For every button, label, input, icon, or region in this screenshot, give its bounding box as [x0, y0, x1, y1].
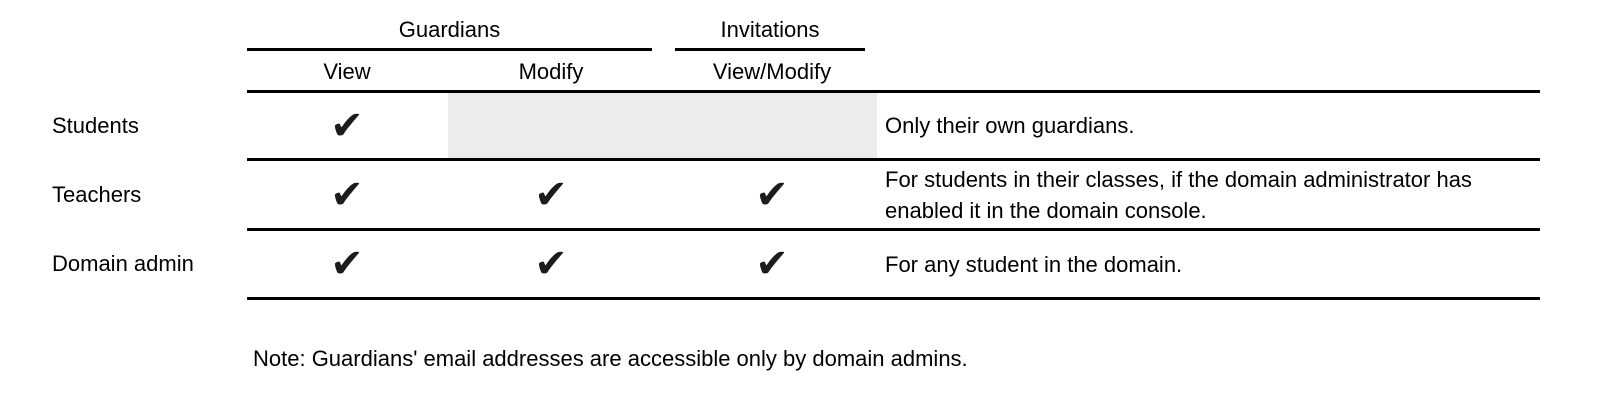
cell-teachers-modify: ✔ [451, 161, 651, 228]
cell-teachers-view: ✔ [247, 161, 447, 228]
column-header-view: View [323, 59, 371, 84]
column-header-view-modify: View/Modify [712, 59, 832, 84]
header-rule [247, 90, 1540, 93]
row-note: For any student in the domain. [885, 251, 1183, 277]
footnote: Note: Guardians' email addresses are acc… [253, 346, 968, 371]
cell-domain-admin-modify: ✔ [451, 231, 651, 297]
cell-students-view-modify [672, 93, 872, 158]
guardians-group-underline [247, 48, 652, 51]
row-note: For students in their classes, if the do… [885, 166, 1472, 223]
cell-students-modify [451, 93, 651, 158]
row-rule-teachers [247, 228, 1540, 231]
table-row-students: Students ✔ Only their own guardians. [0, 93, 1600, 158]
invitations-group-underline [675, 48, 865, 51]
check-icon: ✔ [330, 241, 364, 287]
row-rule-students [247, 158, 1540, 161]
check-icon: ✔ [755, 241, 789, 287]
check-icon: ✔ [755, 171, 789, 218]
check-icon: ✔ [534, 171, 568, 218]
row-label: Domain admin [52, 251, 194, 276]
column-group-invitations: Invitations [720, 17, 820, 42]
check-icon: ✔ [534, 241, 568, 287]
check-icon: ✔ [330, 102, 364, 149]
row-label: Students [52, 112, 139, 138]
cell-domain-admin-view: ✔ [247, 231, 447, 297]
table-row-teachers: Teachers ✔ ✔ ✔ For students in their cla… [0, 161, 1600, 228]
table-row-domain-admin: Domain admin ✔ ✔ ✔ For any student in th… [0, 231, 1600, 297]
row-rule-domain-admin [247, 297, 1540, 300]
column-group-guardians: Guardians [398, 17, 501, 42]
cell-domain-admin-view-modify: ✔ [672, 231, 872, 297]
row-note: Only their own guardians. [885, 113, 1135, 138]
check-icon: ✔ [330, 171, 364, 218]
disabled-cells-overlay [448, 93, 877, 158]
cell-students-view: ✔ [247, 93, 447, 158]
cell-teachers-view-modify: ✔ [672, 161, 872, 228]
row-label: Teachers [52, 181, 142, 207]
column-header-modify: Modify [518, 59, 584, 84]
